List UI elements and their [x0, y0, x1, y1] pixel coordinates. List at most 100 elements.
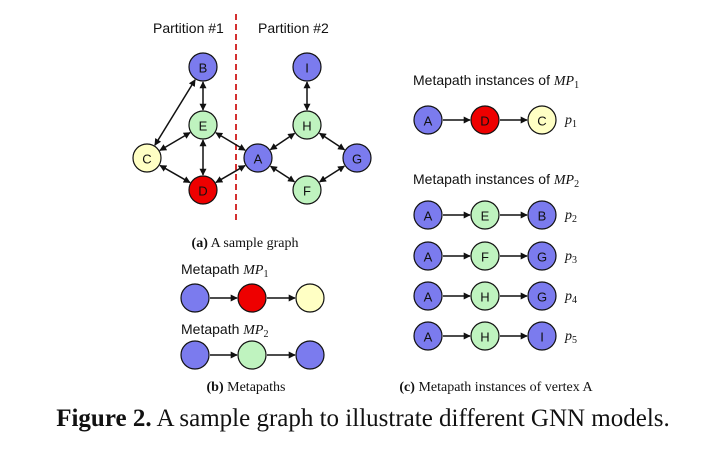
graph-edge-f-g [319, 165, 345, 183]
metapath-1-node-2 [237, 283, 267, 313]
metapath-2-label: Metapath MP2 [181, 321, 268, 340]
graph-node-a: A [243, 143, 273, 173]
instance-p2-subscript: 2 [572, 214, 577, 225]
instance-p2-node-3: B [527, 200, 557, 230]
graph-edge-c-e [159, 131, 191, 152]
graph-node-g-label: G [352, 152, 362, 167]
instance-p3-node-2-label: F [481, 250, 489, 265]
instance-p2-node-2-circle [470, 200, 500, 230]
instance-p4-node-2-circle [470, 281, 500, 311]
graph-node-f-label: F [303, 184, 311, 199]
figure-caption: Figure 2. A sample graph to illustrate d… [0, 405, 726, 433]
graph-node-b-label: B [199, 61, 208, 76]
instance-p3-node-3-circle [527, 241, 557, 271]
metapath-2-node-3-circle [295, 340, 325, 370]
instance-p4-node-1-label: A [424, 290, 433, 305]
graph-node-d: D [188, 175, 218, 205]
metapath-1-node-1 [180, 283, 210, 313]
instance-p3-letter: p [564, 249, 572, 264]
graph-node-i-label: I [305, 61, 309, 76]
instance-p2-node-1-label: A [424, 209, 433, 224]
metapath-1-node-1-circle [180, 283, 210, 313]
instance-p1-node-2-label: D [480, 114, 489, 129]
instance-p2-node-1-circle [413, 200, 443, 230]
graph-edge-h-g [318, 132, 346, 151]
metapath-2-node-2 [237, 340, 267, 370]
instance-p5-node-1-label: A [424, 330, 433, 345]
instance-p4-subscript: 4 [572, 295, 577, 306]
instance-p2-label: p2 [564, 208, 577, 225]
metapath-2-node-2-circle [237, 340, 267, 370]
instance-p4-node-3: G [527, 281, 557, 311]
instance-p5-label: p5 [564, 329, 577, 346]
instance-p1-node-2-circle [470, 105, 500, 135]
metapath-1-node-2-circle [237, 283, 267, 313]
instance-p4-node-2: H [470, 281, 500, 311]
instance-p5-node-1: A [413, 321, 443, 351]
graph-node-d-circle [188, 175, 218, 205]
instance-p4-node-2-label: H [480, 290, 489, 305]
instance-p4-node-1: A [413, 281, 443, 311]
graph-node-f: F [292, 175, 322, 205]
instance-p5-subscript: 5 [572, 335, 577, 346]
metapath-1-node-3 [295, 283, 325, 313]
instance-p3-node-1-circle [413, 241, 443, 271]
graph-node-h-label: H [302, 119, 311, 134]
partition-1-label: Partition #1 [153, 20, 224, 36]
instance-p1-letter: p [564, 113, 572, 128]
instance-p4-node-3-label: G [537, 290, 547, 305]
instance-p5-letter: p [564, 329, 572, 344]
partition-2-label: Partition #2 [258, 20, 329, 36]
graph-subcaption: (a) A sample graph [192, 236, 299, 251]
graph-edge-a-h [269, 132, 296, 151]
instances-subcaption-letter: (c) [399, 380, 415, 395]
metapath-2-subscript: 2 [263, 329, 268, 340]
instance-p1-node-3: C [527, 105, 557, 135]
instances-mp2-symbol: MP [553, 173, 575, 188]
metapath-1-label: Metapath MP1 [181, 261, 268, 280]
metapath-1-subscript: 1 [263, 269, 268, 280]
instance-p4-letter: p [564, 289, 572, 304]
instance-p2-node-2: E [470, 200, 500, 230]
instance-p3-node-2-circle [470, 241, 500, 271]
instance-p5-node-3: I [527, 321, 557, 351]
graph-node-c-circle [132, 143, 162, 173]
instance-p2-node-2-label: E [481, 209, 490, 224]
graph-node-i: I [292, 52, 322, 82]
instance-p4-node-3-circle [527, 281, 557, 311]
metapath-2-row [180, 340, 325, 370]
instance-p5-node-3-circle [527, 321, 557, 351]
graph-node-a-label: A [254, 152, 263, 167]
metapaths-subcaption-letter: (b) [207, 380, 224, 395]
instances-mp2-subscript: 2 [574, 179, 579, 190]
instance-p5-node-2: H [470, 321, 500, 351]
instance-p4-node-1-circle [413, 281, 443, 311]
graph-node-e: E [188, 110, 218, 140]
instances-mp2-heading-text: Metapath instances of [413, 171, 550, 187]
instance-p1-label: p1 [564, 113, 577, 130]
graph-edge-d-a [215, 164, 246, 184]
instance-p5-node-3-label: I [540, 330, 544, 345]
graph-node-f-circle [292, 175, 322, 205]
instances-mp1-symbol: MP [553, 74, 575, 89]
instances-subcaption: (c) Metapath instances of vertex A [399, 380, 593, 395]
metapath-1-symbol: MP [242, 263, 264, 278]
graph-node-b-circle [188, 52, 218, 82]
instances-mp1-heading: Metapath instances of MP1 [413, 72, 579, 91]
metapath-2-prefix: Metapath [181, 321, 239, 337]
instance-p2-node-3-circle [527, 200, 557, 230]
instances-mp1-subscript: 1 [574, 80, 579, 91]
graph-edge-e-a [215, 132, 246, 151]
graph-subcaption-text: A sample graph [211, 236, 299, 251]
graph-node-e-label: E [199, 119, 208, 134]
metapath-1-prefix: Metapath [181, 261, 239, 277]
instance-p1-node-3-circle [527, 105, 557, 135]
figure-caption-text: A sample graph to illustrate different G… [156, 405, 670, 432]
graph-node-a-circle [243, 143, 273, 173]
